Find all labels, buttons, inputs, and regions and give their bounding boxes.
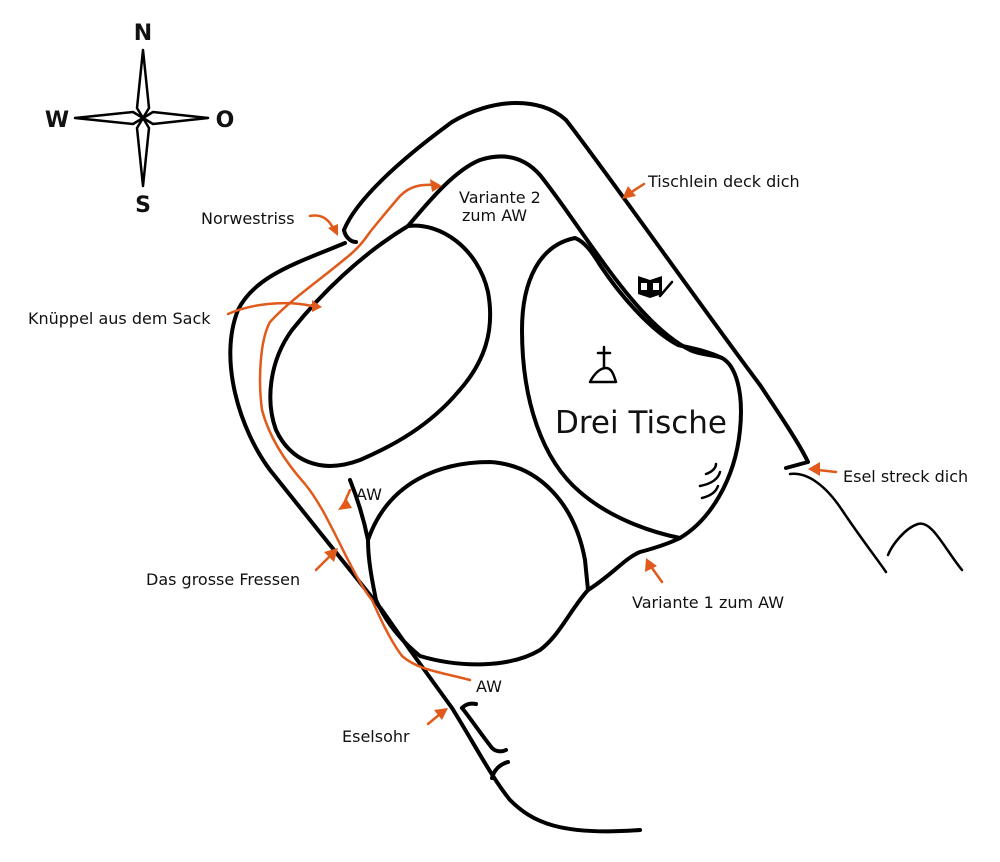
summit-book-icon [638,276,674,298]
compass-rose-icon: N S W O [45,21,234,218]
compass-south-label: S [135,193,151,218]
label-esel-streck-dich: Esel streck dich [843,467,968,486]
label-variante-2-line1: Variante 2 [459,188,541,207]
compass-north-label: N [134,21,152,46]
outer-ridge-west [228,241,642,834]
label-aw-top: AW [356,485,382,504]
label-das-grosse-fressen: Das grosse Fressen [146,570,300,589]
outer-ridge-north [342,101,810,470]
compass-west-label: W [45,108,69,133]
summit-plateau-edge [406,154,724,360]
table-east [520,236,743,540]
label-eselsohr: Eselsohr [342,727,410,746]
label-aw-bottom: AW [476,677,502,696]
summit-cross-icon [588,345,618,384]
aw-gully [348,478,370,542]
label-variante-2-line2: zum AW [462,206,527,225]
eselsohr-ledge-3 [460,701,478,710]
label-tischlein-deck-dich: Tischlein deck dich [647,172,800,191]
climbing-route-line [258,183,472,682]
table-south [366,460,590,667]
compass-east-label: O [216,108,235,133]
spring-icon [698,462,722,500]
table-northwest [268,223,493,468]
norwestriss-notch [342,228,358,244]
esel-streck-ridge [788,472,888,574]
esel-streck-spur [886,522,964,572]
label-arrows [226,179,838,726]
rock-outlines [228,101,964,834]
label-norwestriss: Norwestriss [201,209,295,228]
label-knueppel-aus-dem-sack: Knüppel aus dem Sack [28,309,211,328]
summit-name: Drei Tische [555,405,727,441]
variante1-gully [586,536,682,592]
label-variante-1-zum-aw: Variante 1 zum AW [632,593,784,612]
eselsohr-ledge-2 [490,760,510,780]
eselsohr-ledge-1 [460,706,508,754]
